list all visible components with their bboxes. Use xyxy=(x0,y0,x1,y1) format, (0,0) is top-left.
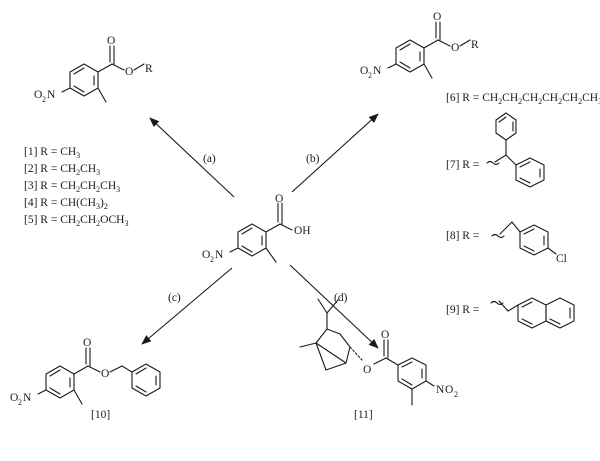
step-label-a: (a) xyxy=(203,153,216,165)
step-label-b: (b) xyxy=(306,153,320,165)
right-nitro-n: N xyxy=(373,65,382,77)
left-ester-r: R xyxy=(145,63,153,75)
left-ester-carbonyl-o: O xyxy=(107,35,115,47)
svg-text:[8] R =: [8] R = xyxy=(446,230,479,242)
attachment-wavy xyxy=(486,160,500,166)
central-nitro-sub: 2 xyxy=(210,255,214,264)
compound-label-10: [10] xyxy=(91,409,110,421)
entry-4: [4] R = CH(CH3)2 xyxy=(24,197,108,211)
central-nitro-o: O xyxy=(202,249,210,261)
arrow-d xyxy=(289,264,379,349)
central-carbonyl-o: O xyxy=(275,193,283,205)
c11-nitro-sub: 2 xyxy=(454,390,458,399)
arrow-c xyxy=(141,267,233,345)
central-hydroxyl: OH xyxy=(294,225,311,237)
ester-general-left: O O R O 2 N xyxy=(34,35,153,104)
svg-text:[9] R =: [9] R = xyxy=(446,304,479,316)
svg-text:[7] R =: [7] R = xyxy=(446,159,479,171)
compound-label-11: [11] xyxy=(354,409,373,421)
c11-nitro-n: N xyxy=(436,384,445,396)
entry-9: [9] R = xyxy=(446,297,575,329)
reaction-arrows: (a) (b) (c) (d) xyxy=(141,113,379,349)
arrow-b xyxy=(291,113,379,193)
central-benzoic-acid: O OH O 2 N xyxy=(202,193,311,264)
c10-nitro-n: N xyxy=(23,392,32,404)
central-nitro-n: N xyxy=(215,249,224,261)
entry-1: [1] R = CH3 xyxy=(24,146,80,160)
entry-3: [3] R = CH2CH2CH3 xyxy=(24,180,120,194)
right-ester-r: R xyxy=(471,39,479,51)
left-nitro-o: O xyxy=(34,89,42,101)
right-ester-o: O xyxy=(451,42,459,54)
c11-nitro-o: O xyxy=(445,384,453,396)
left-nitro-sub: 2 xyxy=(42,95,46,104)
left-nitro-n: N xyxy=(47,89,56,101)
right-ester-carbonyl-o: O xyxy=(433,11,441,23)
left-ester-o: O xyxy=(125,66,133,78)
left-r-list: [1] R = CH3 [2] R = CH2CH3 [3] R = CH2CH… xyxy=(24,146,128,228)
entry-6: [6] R = CH2CH2CH2CH2CH2CH3 xyxy=(446,92,600,106)
c10-nitro-o: O xyxy=(10,392,18,404)
compound-11: O O N O 2 [11] xyxy=(299,298,458,421)
c10-nitro-sub: 2 xyxy=(18,398,22,407)
entry-7: [7] R = xyxy=(446,112,545,188)
chloro-atom: Cl xyxy=(556,253,567,265)
c11-carbonyl-o: O xyxy=(381,329,389,341)
ester-general-right: O O R O 2 N xyxy=(360,11,479,80)
compound-10: O O O 2 N [10] xyxy=(10,337,161,421)
c11-ester-o: O xyxy=(363,364,371,376)
entry-8: [8] R = Cl xyxy=(446,221,567,265)
entry-5: [5] R = CH2CH2OCH3 xyxy=(24,214,128,228)
c10-carbonyl-o: O xyxy=(83,337,91,349)
c10-ester-o: O xyxy=(101,368,109,380)
right-nitro-o: O xyxy=(360,65,368,77)
arrow-a xyxy=(149,117,235,198)
step-label-c: (c) xyxy=(168,292,181,304)
entry-2: [2] R = CH2CH3 xyxy=(24,163,100,177)
right-nitro-sub: 2 xyxy=(368,71,372,80)
